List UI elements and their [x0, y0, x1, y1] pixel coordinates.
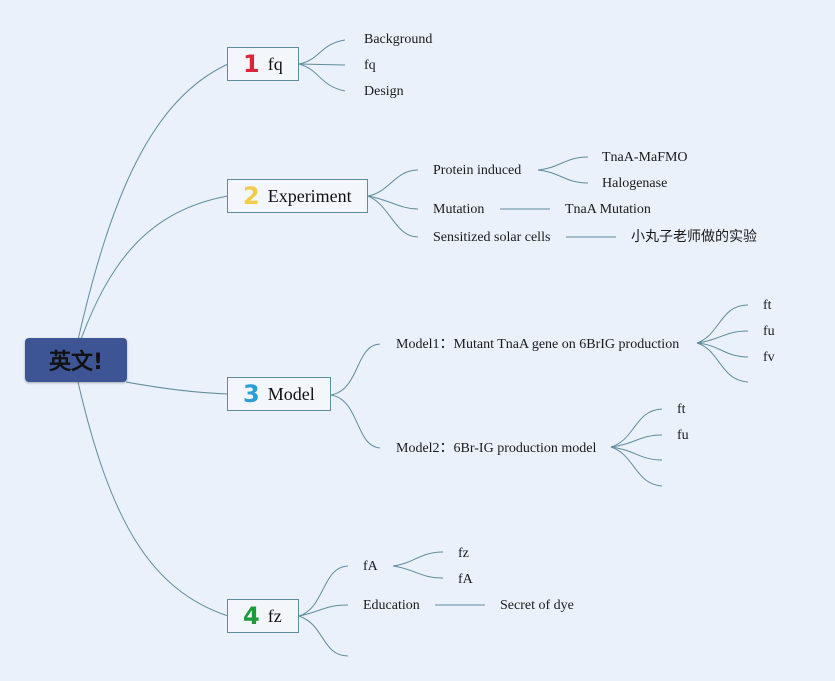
main-topic-4-label: fz [267, 605, 282, 626]
main-topic-4[interactable]: 4 fz [227, 599, 299, 633]
link-b4-1-2 [392, 565, 444, 579]
main-topic-3[interactable]: 3 Model [227, 377, 331, 411]
link-root-b4 [77, 381, 229, 617]
number-1-icon: 1 [243, 50, 260, 78]
link-b2-c2 [367, 195, 419, 210]
number-4-icon: 4 [243, 602, 260, 630]
link-b3-2-3 [610, 446, 663, 461]
link-b3-1-2 [696, 330, 749, 344]
link-b1-c1 [298, 39, 346, 65]
link-b4-1-1 [392, 551, 444, 567]
central-topic[interactable]: 英文! [25, 338, 127, 382]
link-root-b2 [79, 195, 229, 343]
link-b2-1-1 [537, 156, 589, 171]
link-b3-2-4 [610, 446, 663, 487]
main-topic-1-label: fq [267, 53, 283, 74]
subtopic-model2-ft[interactable]: ft [677, 402, 686, 417]
subtopic-fq[interactable]: fq [364, 58, 376, 73]
subtopic-solar-cells[interactable]: Sensitized solar cells [433, 230, 551, 245]
link-b3-c1 [330, 343, 381, 396]
subtopic-secret-of-dye[interactable]: Secret of dye [500, 598, 574, 613]
link-b3-1-3 [696, 342, 749, 358]
link-b1-c2 [298, 63, 346, 66]
link-b2-c1 [367, 169, 419, 197]
link-b3-2-2 [610, 434, 663, 448]
subtopic-model1-fu[interactable]: fu [763, 324, 775, 339]
link-b3-1-1 [696, 304, 749, 344]
number-2-icon: 2 [243, 182, 260, 210]
subtopic-background[interactable]: Background [364, 32, 433, 47]
subtopic-teacher-experiment[interactable]: 小丸子老师做的实验 [631, 229, 757, 245]
subtopic-fa[interactable]: fA [363, 559, 378, 574]
central-topic-label: 英文! [48, 350, 104, 375]
subtopic-model1-fv[interactable]: fv [763, 350, 775, 365]
subtopic-tnaa-mafmo[interactable]: TnaA-MaFMO [602, 150, 688, 165]
link-b2-c3 [367, 195, 419, 238]
subtopic-model2[interactable]: Model2：6Br-IG production model [396, 441, 597, 456]
main-topic-2-label: Experiment [267, 185, 352, 206]
main-topic-1[interactable]: 1 fq [227, 47, 299, 81]
subtopic-fa-fa[interactable]: fA [458, 572, 473, 587]
link-root-b3 [125, 381, 229, 395]
link-b4-c3 [298, 615, 349, 657]
subtopic-protein-induced[interactable]: Protein induced [433, 163, 522, 178]
link-root-b1 [77, 63, 229, 341]
subtopic-fa-fz[interactable]: fz [458, 546, 469, 561]
subtopic-mutation[interactable]: Mutation [433, 202, 485, 217]
link-b3-c2 [330, 394, 381, 449]
link-b4-c1 [298, 565, 349, 617]
subtopic-model1[interactable]: Model1：Mutant TnaA gene on 6BrIG product… [396, 337, 680, 352]
number-3-icon: 3 [243, 380, 260, 408]
main-topic-2[interactable]: 2 Experiment [227, 179, 368, 213]
subtopic-tnaa-mutation[interactable]: TnaA Mutation [565, 202, 651, 217]
link-b1-c3 [298, 63, 346, 92]
link-b3-1-4 [696, 342, 749, 383]
subtopic-education[interactable]: Education [363, 598, 420, 613]
subtopic-model1-ft[interactable]: ft [763, 298, 772, 313]
main-topic-3-label: Model [267, 383, 315, 404]
subtopic-design[interactable]: Design [364, 84, 404, 99]
subtopic-halogenase[interactable]: Halogenase [602, 176, 668, 191]
subtopic-model2-fu[interactable]: fu [677, 428, 689, 443]
link-b2-1-2 [537, 169, 589, 184]
link-b3-2-1 [610, 408, 663, 448]
link-b4-c2 [298, 604, 349, 617]
